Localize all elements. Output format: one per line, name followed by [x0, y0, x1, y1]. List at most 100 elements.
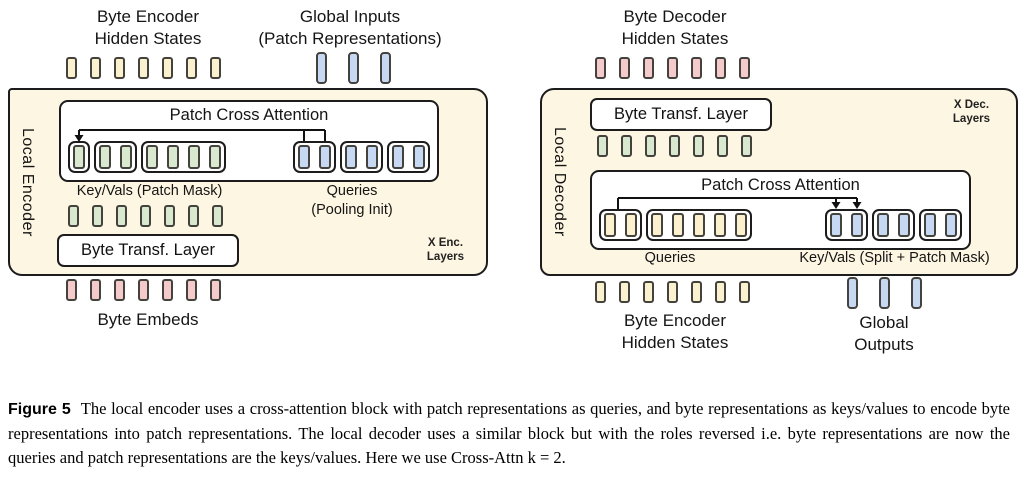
token-green [116, 205, 127, 227]
token-yellow [162, 57, 173, 79]
token-group [825, 209, 868, 241]
token-green [146, 145, 158, 169]
token-group [68, 141, 90, 173]
encoder-pca-token-row [68, 141, 430, 173]
token-yellow [90, 57, 101, 79]
token-group [872, 209, 915, 241]
token-blue [380, 52, 391, 84]
token-green [99, 145, 111, 169]
token-green [164, 205, 175, 227]
decoder-bottom-label: Byte Encoder Hidden States [621, 311, 729, 352]
token-pink [643, 57, 654, 79]
local-encoder-panel: Local Encoder Patch Cross Attention Key/… [8, 88, 488, 276]
encoder-layers-label: X Enc. Layers [426, 237, 464, 263]
token-green [741, 135, 752, 157]
token-blue [911, 277, 922, 309]
global-inputs-tokens [316, 52, 391, 84]
token-green [645, 135, 656, 157]
token-yellow [595, 281, 606, 303]
token-yellow [114, 57, 125, 79]
encoder-query-groups [293, 141, 430, 173]
decoder-query-groups [599, 209, 752, 241]
token-yellow [619, 281, 630, 303]
decoder-queries-label: Queries [644, 250, 696, 266]
decoder-byte-encoder-hidden-tokens [595, 281, 750, 303]
token-blue [345, 145, 357, 169]
token-yellow [693, 213, 705, 237]
token-pink [114, 279, 125, 301]
token-pink [667, 57, 678, 79]
token-pink [715, 57, 726, 79]
token-yellow [651, 213, 663, 237]
token-green [140, 205, 151, 227]
encoder-queries-label: Queries (Pooling Init) [311, 183, 393, 218]
token-blue [316, 52, 327, 84]
token-yellow [739, 281, 750, 303]
token-yellow [186, 57, 197, 79]
token-blue [924, 213, 936, 237]
token-blue [945, 213, 957, 237]
token-yellow [210, 57, 221, 79]
token-yellow [667, 281, 678, 303]
local-decoder-panel: Local Decoder Byte Transf. Layer X Dec. … [540, 88, 1018, 276]
token-blue [392, 145, 404, 169]
encoder-hidden-tokens [68, 205, 223, 227]
token-yellow [66, 57, 77, 79]
token-pink [691, 57, 702, 79]
token-pink [138, 279, 149, 301]
figure-number: Figure 5 [8, 401, 71, 418]
token-blue [348, 52, 359, 84]
figure-caption-text: The local encoder uses a cross-attention… [8, 399, 1011, 467]
token-group [387, 141, 430, 173]
token-group [340, 141, 383, 173]
token-green [597, 135, 608, 157]
token-group [646, 209, 752, 241]
byte-decoder-hidden-states-tokens [595, 57, 750, 79]
token-pink [186, 279, 197, 301]
encoder-byte-transf-layer: Byte Transf. Layer [57, 234, 239, 267]
decoder-keyvals-label: Key/Vals (Split + Patch Mask) [799, 250, 990, 266]
token-green [68, 205, 79, 227]
token-green [167, 145, 179, 169]
token-group [919, 209, 962, 241]
token-group [94, 141, 137, 173]
token-blue [851, 213, 863, 237]
token-green [209, 145, 221, 169]
global-inputs-label: Global Inputs (Patch Representations) [258, 7, 442, 48]
token-blue [830, 213, 842, 237]
token-pink [162, 279, 173, 301]
token-green [188, 145, 200, 169]
token-green [669, 135, 680, 157]
token-pink [739, 57, 750, 79]
global-outputs-tokens [847, 277, 922, 309]
token-blue [413, 145, 425, 169]
token-yellow [691, 281, 702, 303]
token-blue [847, 277, 858, 309]
token-yellow [643, 281, 654, 303]
decoder-byte-transf-layer: Byte Transf. Layer [590, 98, 772, 131]
decoder-layers-label: X Dec. Layers [952, 99, 990, 125]
token-green [120, 145, 132, 169]
decoder-patch-cross-attention-box: Patch Cross Attention [590, 170, 971, 250]
token-blue [877, 213, 889, 237]
encoder-keyvals-label: Key/Vals (Patch Mask) [76, 183, 223, 199]
encoder-patch-cross-attention-box: Patch Cross Attention [59, 100, 439, 182]
token-group [141, 141, 226, 173]
token-green [212, 205, 223, 227]
token-yellow [625, 213, 637, 237]
token-blue [879, 277, 890, 309]
token-green [92, 205, 103, 227]
token-green [717, 135, 728, 157]
decoder-pca-token-row [599, 209, 962, 241]
local-decoder-title: Local Decoder [551, 127, 568, 237]
encoder-top-label: Byte Encoder Hidden States [94, 7, 202, 48]
decoder-pca-title: Patch Cross Attention [701, 176, 860, 194]
token-pink [619, 57, 630, 79]
token-green [73, 145, 85, 169]
token-blue [366, 145, 378, 169]
byte-embeds-tokens [66, 279, 221, 301]
token-yellow [604, 213, 616, 237]
token-green [621, 135, 632, 157]
